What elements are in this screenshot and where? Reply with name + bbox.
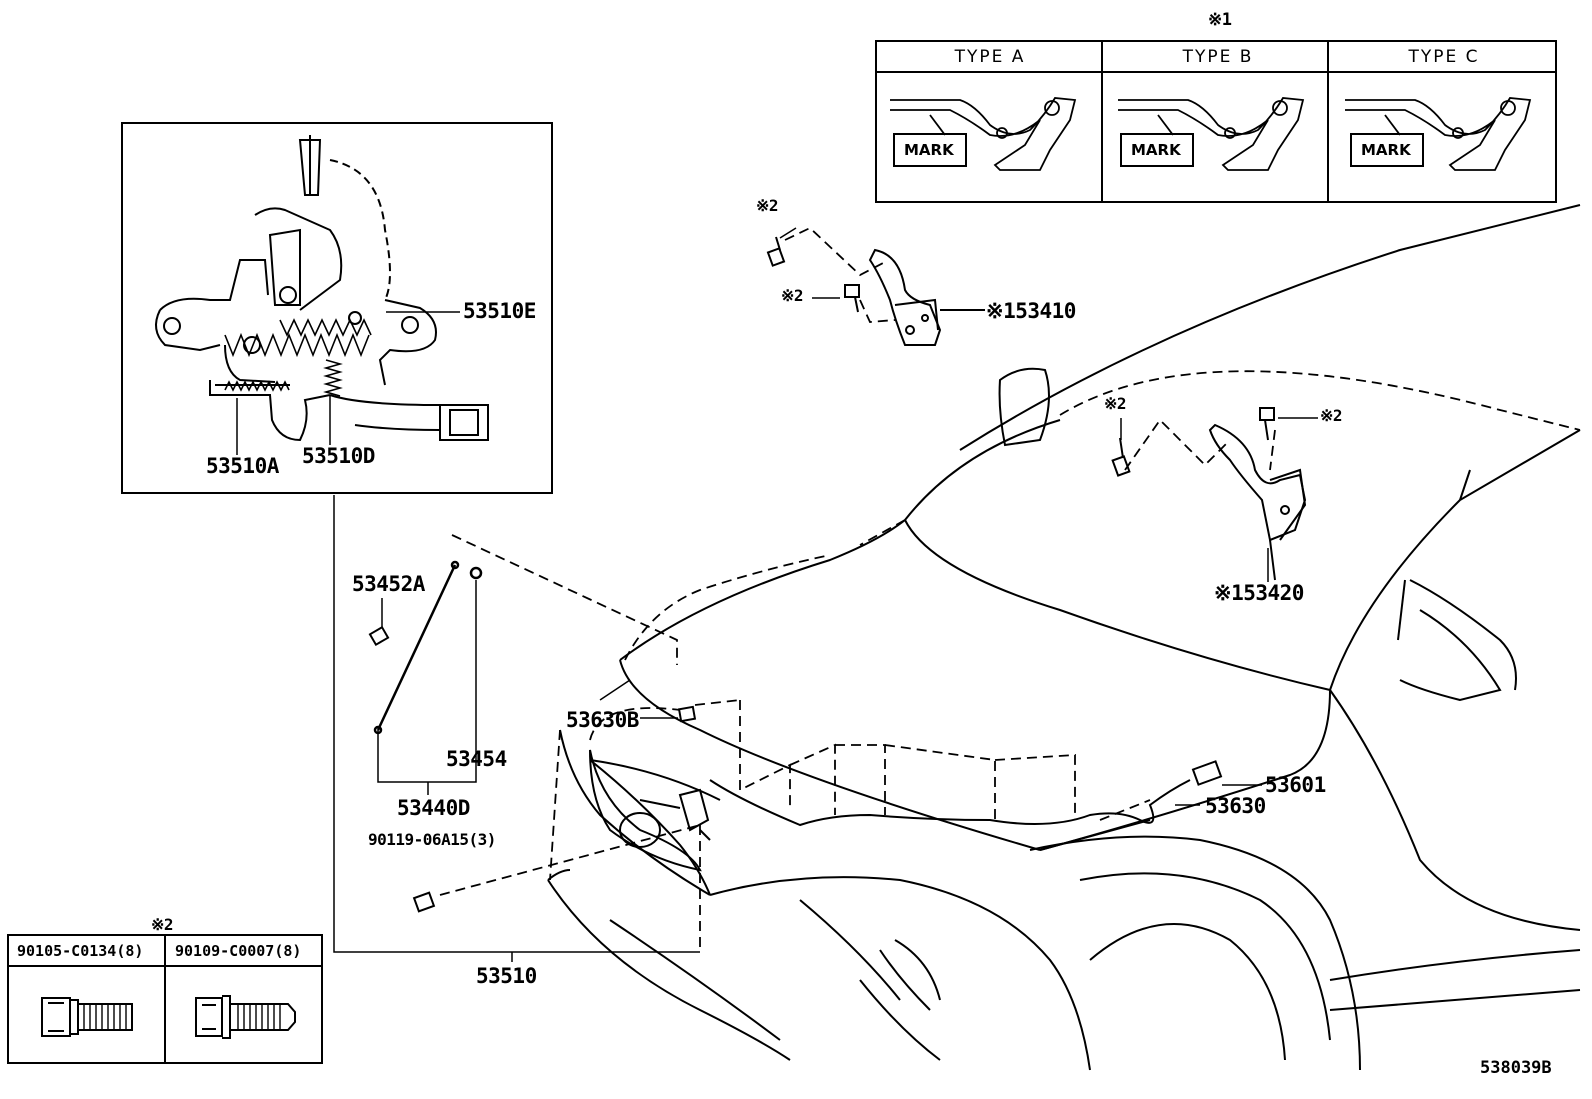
illustration-code: 538039B <box>1480 1058 1552 1078</box>
latch-detail-box <box>121 122 553 494</box>
note2-label-c: ※2 <box>1104 394 1127 413</box>
dashed-leaders <box>439 226 1581 950</box>
part-label-53452A: 53452A <box>352 572 425 596</box>
bolt-header-90109: 90109-C0007(8) <box>175 942 302 960</box>
mark-label-a: MARK <box>904 141 954 159</box>
flange-bolt-icon <box>41 997 133 1037</box>
part-label-53630B: 53630B <box>566 708 639 732</box>
part-label-53510: 53510 <box>476 964 537 988</box>
type-b-hinge-drawing <box>1118 97 1305 171</box>
type-table <box>875 40 1557 203</box>
hood-support-rod <box>373 560 483 760</box>
vehicle-outline <box>547 204 1581 1071</box>
type-b-header: TYPE B <box>1182 47 1254 67</box>
mark-box-a <box>893 133 967 167</box>
part-label-53510E: 53510E <box>463 299 536 323</box>
note2-label-b: ※2 <box>781 286 804 305</box>
mark-label-b: MARK <box>1131 141 1181 159</box>
part-label-53510A: 53510A <box>206 454 279 478</box>
hood-hinge-53410 <box>868 248 985 346</box>
type-a-hinge-drawing <box>890 97 1077 171</box>
hood-lock-assembly-drawing <box>155 135 489 442</box>
note2-label-a: ※2 <box>756 196 779 215</box>
note-bolt-table-header: ※2 <box>151 915 174 934</box>
part-label-90119-06A15: 90119-06A15(3) <box>368 830 496 849</box>
note2-label-d: ※2 <box>1320 406 1343 425</box>
hood-latch-small <box>639 788 711 841</box>
hood-hinge-53420 <box>1208 423 1307 581</box>
part-label-53510D: 53510D <box>302 444 375 468</box>
part-label-53454: 53454 <box>446 747 507 771</box>
mark-box-c <box>1350 133 1424 167</box>
type-a-header: TYPE A <box>954 47 1026 67</box>
mark-box-b <box>1120 133 1194 167</box>
part-label-53630: 53630 <box>1205 794 1266 818</box>
bolt-icons <box>368 236 1275 913</box>
leader-lines <box>236 227 1318 962</box>
bolt-table <box>7 934 323 1064</box>
mark-label-c: MARK <box>1361 141 1411 159</box>
release-cable <box>709 779 1191 827</box>
part-label-53420: ※153420 <box>1214 581 1304 605</box>
part-label-53601: 53601 <box>1265 773 1326 797</box>
type-c-header: TYPE C <box>1408 47 1480 67</box>
washer-bolt-icon <box>195 995 296 1039</box>
part-label-53410: ※153410 <box>986 299 1076 323</box>
type-c-hinge-drawing <box>1345 97 1532 171</box>
bolt-header-90105: 90105-C0134(8) <box>17 942 144 960</box>
part-label-53440D: 53440D <box>397 796 470 820</box>
note-type-table-header: ※1 <box>1208 10 1232 30</box>
